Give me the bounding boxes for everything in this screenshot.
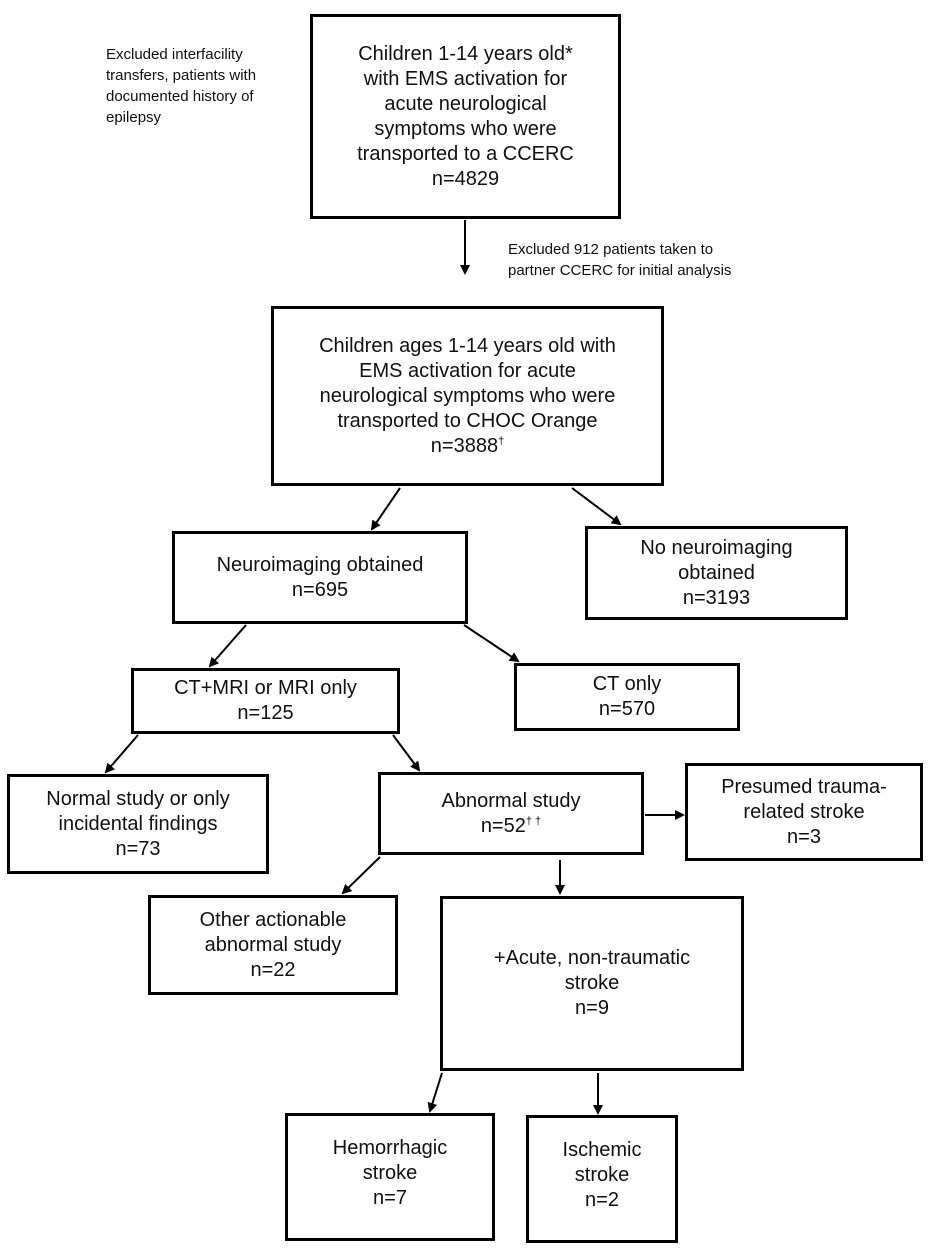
box-count-row: n=52† † (481, 814, 541, 839)
box-ct-mri: CT+MRI or MRI only n=125 (131, 668, 400, 734)
box-count: n=3888 (430, 434, 499, 457)
box-line: +Acute, non-traumatic (493, 947, 691, 969)
box-hemorrhagic-stroke: Hemorrhagic stroke n=7 (285, 1113, 495, 1241)
box-no-neuroimaging: No neuroimaging obtained n=3193 (585, 526, 848, 620)
box-line: transported to CHOC Orange (337, 409, 598, 432)
box-line: with EMS activation for (363, 67, 568, 90)
box-count: n=22 (250, 958, 296, 981)
box-line: Neuroimaging obtained (216, 553, 424, 576)
exclusion-note-partner-ccerc: Excluded 912 patients taken to partner C… (508, 239, 808, 281)
box-count: n=3193 (682, 586, 751, 609)
box-normal-study: Normal study or only incidental findings… (7, 774, 269, 874)
box-acute-stroke: +Acute, non-traumatic stroke n=9 (440, 896, 744, 1071)
arrow-choc-to-neuroimaging (370, 487, 401, 531)
box-count: n=4829 (431, 167, 500, 190)
box-count: n=2 (585, 1189, 619, 1211)
arrow-ctmri-to-normal (104, 734, 139, 774)
box-line: Hemorrhagic (332, 1137, 448, 1159)
arrow-ctmri-to-abnormal (392, 734, 421, 772)
box-line: EMS activation for acute (359, 359, 576, 382)
note-line: Excluded interfacility (106, 46, 243, 63)
box-count: n=9 (575, 997, 609, 1019)
box-line: transported to a CCERC (357, 142, 574, 165)
box-line: related stroke (743, 800, 865, 823)
box-line: Presumed trauma- (721, 775, 887, 798)
box-other-actionable: Other actionable abnormal study n=22 (148, 895, 398, 995)
box-count: n=695 (291, 578, 349, 601)
box-children-ccerc: Children 1-14 years old* with EMS activa… (310, 14, 621, 219)
arrow-neuroimaging-to-ctonly (463, 624, 520, 663)
box-line: neurological symptoms who were (319, 384, 616, 407)
note-line: documented history of (106, 88, 254, 105)
arrow-choc-to-no-neuroimaging (571, 487, 622, 526)
box-count: n=3 (787, 825, 821, 848)
box-line: Other actionable (199, 908, 347, 931)
box-count: n=52 (480, 814, 526, 837)
box-count-row: n=3888† (431, 434, 504, 459)
box-count: n=570 (598, 698, 656, 720)
note-line: partner CCERC for initial analysis (508, 262, 732, 279)
box-line: Normal study or only (46, 787, 230, 810)
arrow-neuroimaging-to-ctmri (208, 624, 247, 668)
box-line: obtained (678, 561, 755, 584)
box-line: stroke (574, 1164, 630, 1186)
box-abnormal-study: Abnormal study n=52† † (378, 772, 644, 855)
footnote-mark: † (498, 434, 505, 447)
box-trauma-stroke: Presumed trauma- related stroke n=3 (685, 763, 923, 861)
box-count: n=125 (237, 702, 294, 724)
arrow-abnormal-to-other (341, 856, 381, 895)
note-line: Excluded 912 patients taken to (508, 241, 714, 258)
note-line: epilepsy (106, 109, 162, 126)
box-line: Abnormal study (441, 789, 581, 812)
box-neuroimaging: Neuroimaging obtained n=695 (172, 531, 468, 624)
box-line: Ischemic (562, 1139, 642, 1161)
box-count: n=73 (115, 837, 161, 860)
box-children-choc: Children ages 1-14 years old with EMS ac… (271, 306, 664, 486)
box-line: CT only (592, 673, 662, 695)
note-line: transfers, patients with (106, 67, 257, 84)
box-line: No neuroimaging (640, 536, 793, 559)
box-ischemic-stroke: Ischemic stroke n=2 (526, 1115, 678, 1243)
box-line: stroke (564, 972, 620, 994)
box-line: symptoms who were (374, 117, 557, 140)
box-line: Children ages 1-14 years old with (319, 334, 616, 357)
box-line: Children 1-14 years old* (358, 42, 573, 65)
box-line: CT+MRI or MRI only (174, 677, 357, 699)
footnote-mark: † † (525, 814, 542, 827)
box-count: n=7 (373, 1187, 407, 1209)
box-line: stroke (362, 1162, 418, 1184)
arrow-acute-to-hemorrhagic (427, 1072, 443, 1113)
box-line: abnormal study (204, 933, 342, 956)
exclusion-note-interfacility: Excluded interfacility transfers, patien… (106, 44, 306, 128)
box-line: incidental findings (58, 812, 218, 835)
box-line: acute neurological (384, 92, 547, 115)
box-ct-only: CT only n=570 (514, 663, 740, 731)
